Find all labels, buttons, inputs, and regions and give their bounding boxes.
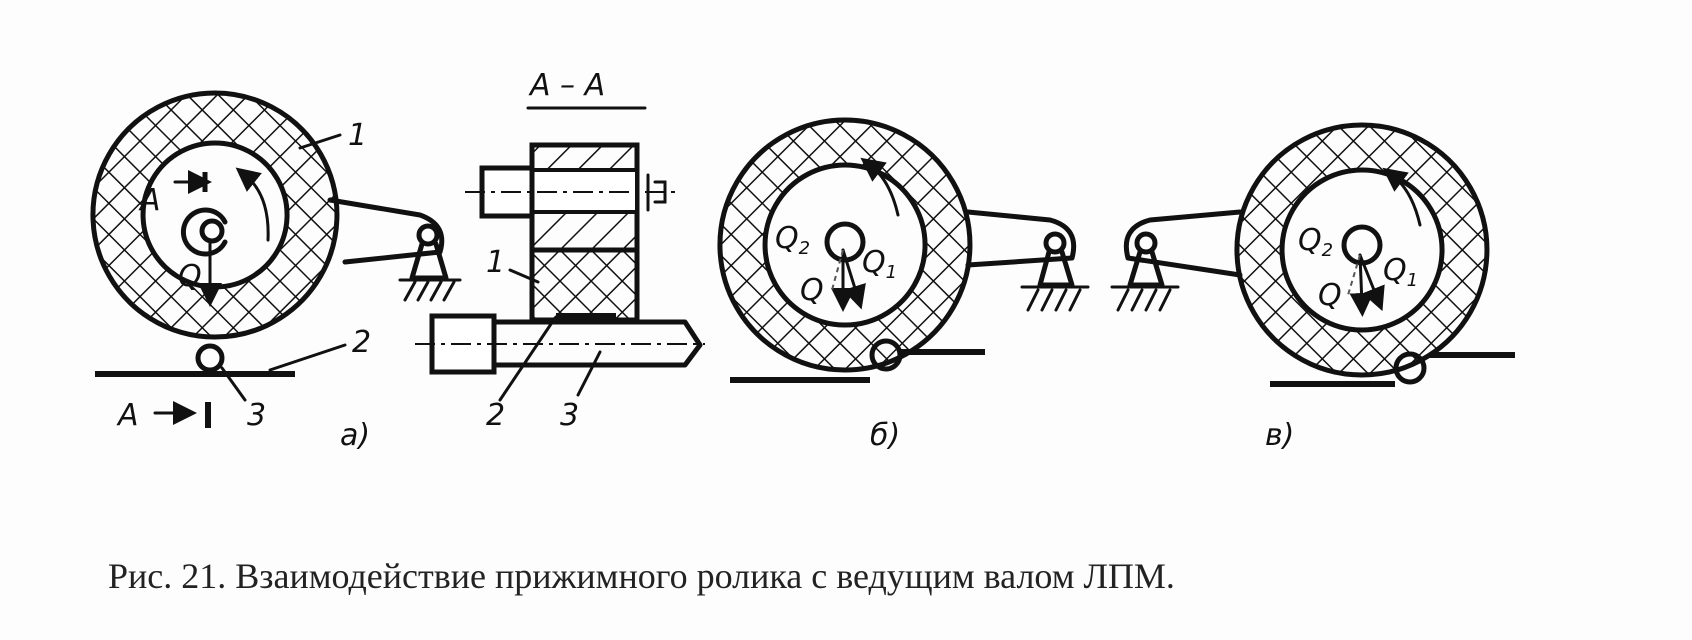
capstan-c [1393, 351, 1427, 385]
section-label-2: 2 [486, 398, 505, 433]
force-q-label-c: Q [1318, 278, 1342, 313]
capstan-shaft [491, 319, 703, 368]
leader-2-section [498, 316, 557, 402]
leader-1-section [508, 268, 540, 284]
panel-b: Q2 Q1 Q б) [717, 117, 1090, 453]
label-1: 1 [348, 118, 367, 153]
force-q1-arrow-b [841, 248, 866, 310]
roller-arm-c [1123, 209, 1243, 278]
leader-2 [268, 343, 347, 372]
ground-hatch [398, 278, 462, 302]
pivot-support-b [1037, 249, 1075, 288]
leader-3 [220, 366, 247, 402]
label-2: 2 [352, 325, 371, 360]
label-3: 3 [247, 398, 266, 433]
force-q1-label-c: Q1 [1383, 253, 1418, 291]
figure-caption: Рис. 21. Взаимодействие прижимного ролик… [108, 556, 1175, 596]
panel-a-label: а) [340, 418, 370, 453]
section-label-3: 3 [560, 398, 579, 433]
pressure-roller-ring [90, 90, 340, 340]
pivot [416, 223, 440, 247]
panel-b-label: б) [870, 418, 900, 453]
capstan-circle [195, 343, 225, 373]
shaft-icon [180, 207, 228, 257]
leader-3-section [576, 350, 602, 397]
section-title: A – A [528, 68, 605, 103]
section-mark-top: A [138, 183, 161, 218]
pivot-support [409, 241, 449, 281]
force-q2-arrow-c [1347, 254, 1361, 296]
force-q2-label-c: Q2 [1298, 223, 1333, 261]
section-label-1: 1 [486, 245, 505, 280]
section-a-a: A – A 1 2 3 [415, 68, 705, 433]
pivot-support-c [1127, 249, 1165, 288]
force-q-arrow-c [1349, 253, 1374, 317]
pivot-c [1134, 231, 1158, 255]
section-mark-bottom: A [116, 398, 139, 433]
force-q1-arrow-c [1358, 253, 1385, 312]
force-q2-label-b: Q2 [775, 221, 810, 259]
roller-rubber-section [529, 247, 640, 323]
leader-1 [298, 133, 342, 150]
ground-hatch-b [1020, 285, 1090, 312]
panel-c: Q2 Q1 Q в) [1110, 122, 1515, 453]
panel-a: Q A 1 2 3 A а) [90, 90, 462, 453]
force-q1-label-b: Q1 [862, 245, 897, 283]
panel-c-label: в) [1265, 418, 1294, 453]
pressure-roller-ring-c [1234, 122, 1490, 378]
ground-hatch-c [1110, 285, 1180, 312]
pivot-b [1043, 231, 1067, 255]
rotation-arrow [235, 167, 270, 242]
force-q-label-b: Q [800, 273, 824, 308]
force-q-label: Q [178, 259, 202, 294]
tape-section [556, 313, 616, 322]
force-q2-arrow-b [831, 249, 844, 291]
rotation-arrow-c [1382, 167, 1422, 227]
axle-clip [646, 173, 667, 212]
rotation-arrow-b [860, 157, 900, 217]
roller-arm [327, 197, 445, 265]
roller-arm-b [965, 209, 1077, 268]
pressure-roller-ring-b [717, 117, 973, 373]
